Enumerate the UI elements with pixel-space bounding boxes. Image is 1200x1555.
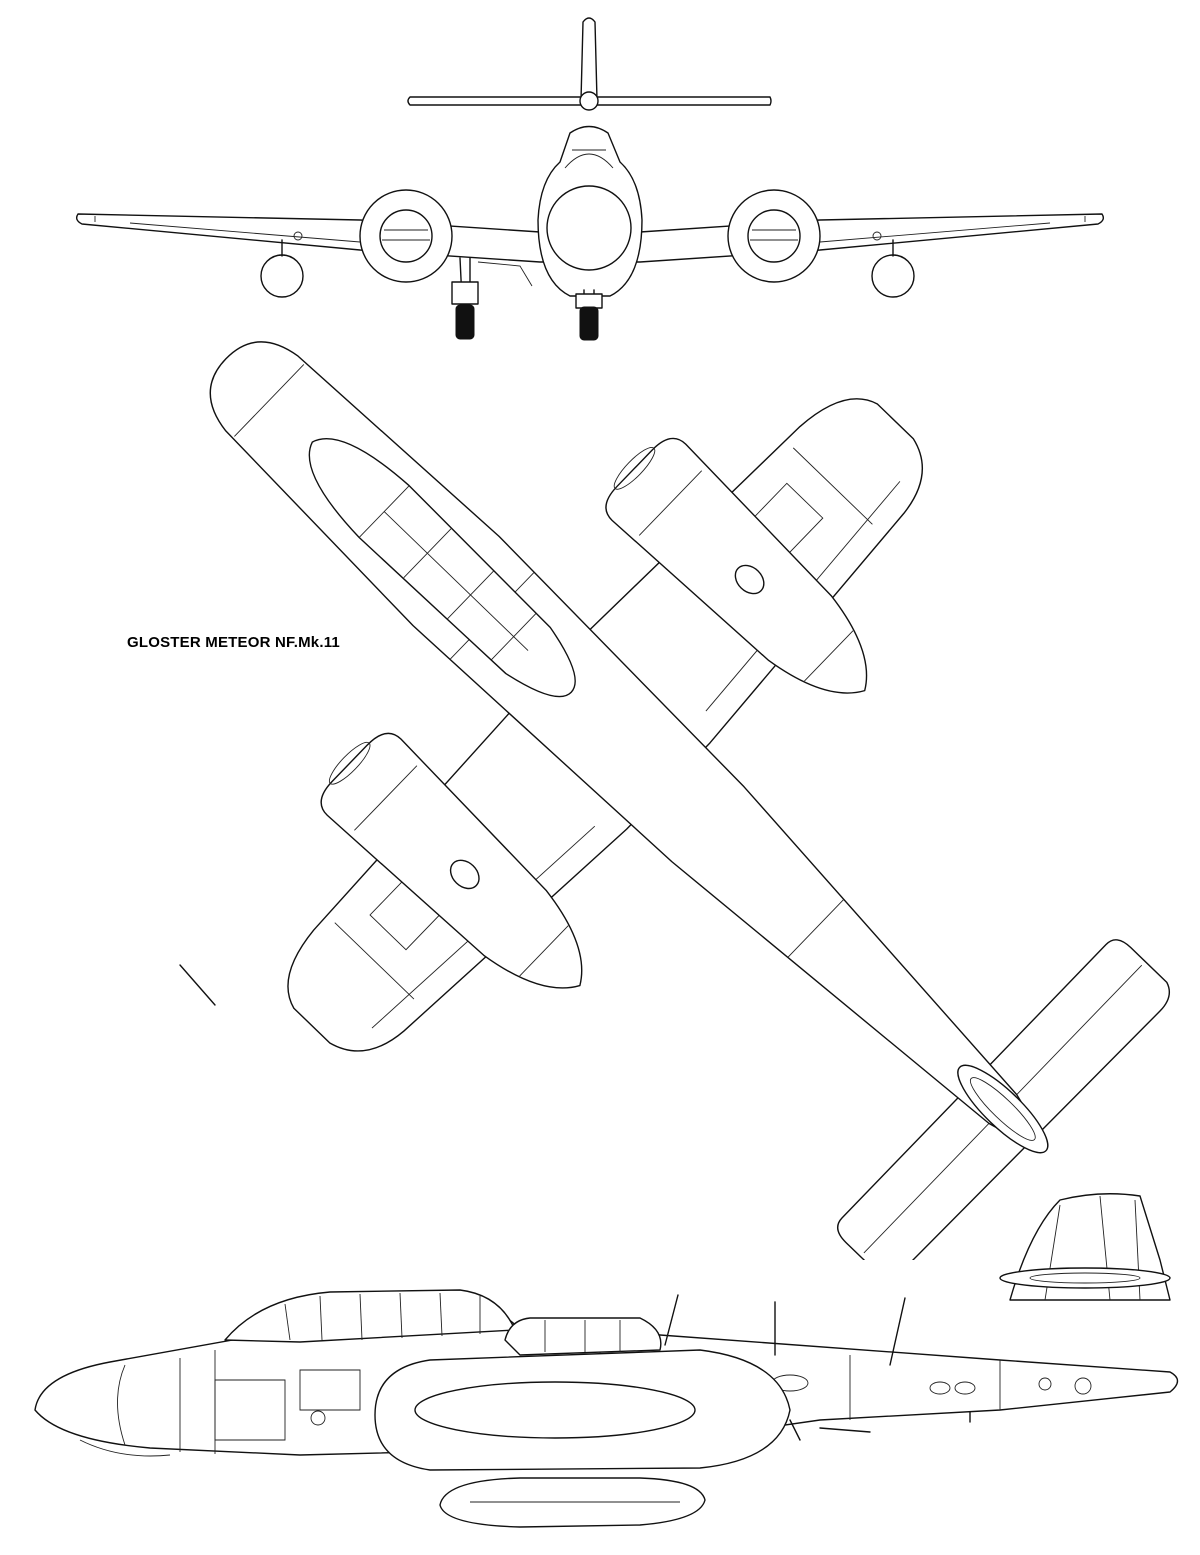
right-engine-nacelle bbox=[728, 190, 820, 282]
side-tailplane bbox=[1000, 1268, 1170, 1288]
plan-right-engine bbox=[307, 720, 617, 1024]
front-view bbox=[0, 0, 1200, 360]
front-radome bbox=[547, 186, 631, 270]
nose-landing-gear bbox=[576, 290, 602, 340]
drawing-title: GLOSTER METEOR NF.Mk.11 bbox=[127, 634, 340, 651]
front-fin bbox=[581, 18, 597, 100]
side-engine-nacelle bbox=[375, 1350, 790, 1470]
plan-view bbox=[0, 0, 1200, 1260]
plan-left-engine bbox=[592, 425, 902, 729]
left-engine-nacelle bbox=[360, 190, 452, 282]
side-drop-tank bbox=[440, 1478, 705, 1527]
main-landing-gear bbox=[452, 258, 478, 339]
side-canopy bbox=[225, 1290, 515, 1342]
plan-fin-cap bbox=[947, 1054, 1058, 1163]
